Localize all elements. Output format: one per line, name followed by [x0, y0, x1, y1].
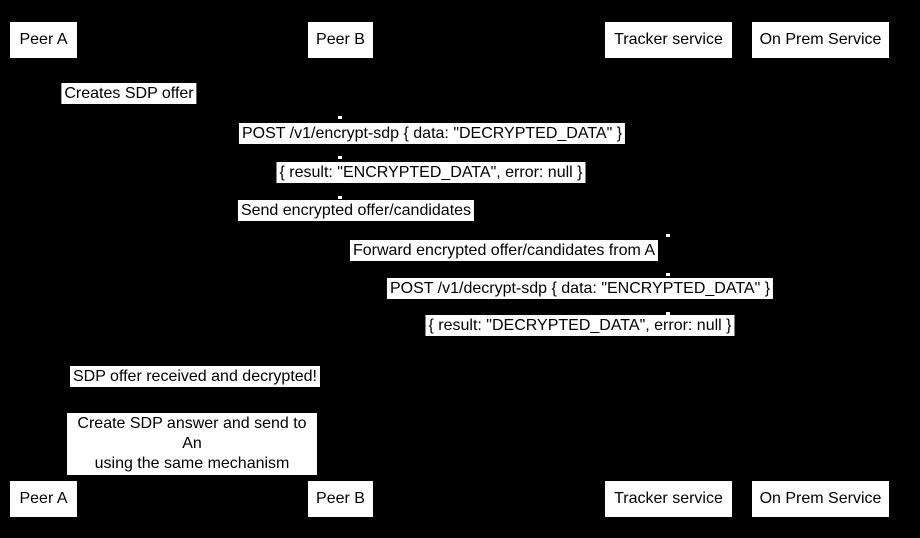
- lifeline-dash: [666, 234, 670, 237]
- actor-tracker-service-bottom: Tracker service: [605, 481, 732, 517]
- message-post-encrypt-sdp: POST /v1/encrypt-sdp { data: "DECRYPTED_…: [238, 123, 626, 144]
- message-forward-encrypted-offer: Forward encrypted offer/candidates from …: [349, 240, 659, 261]
- lifeline-dash: [666, 273, 670, 276]
- note-create-sdp-answer: Create SDP answer and send to An using t…: [67, 413, 317, 475]
- message-creates-sdp-offer: Creates SDP offer: [61, 83, 197, 104]
- actor-peer-b-top: Peer B: [308, 22, 373, 58]
- actor-peer-b-bottom: Peer B: [308, 481, 373, 517]
- actor-tracker-service-top: Tracker service: [605, 22, 732, 58]
- message-encrypt-result: { result: "ENCRYPTED_DATA", error: null …: [276, 162, 586, 183]
- actor-peer-a-top: Peer A: [10, 22, 77, 58]
- lifeline-dash: [338, 156, 342, 159]
- lifeline-dash: [666, 312, 670, 315]
- actor-peer-a-bottom: Peer A: [10, 481, 77, 517]
- lifeline-dash: [338, 116, 342, 119]
- message-post-decrypt-sdp: POST /v1/decrypt-sdp { data: "ENCRYPTED_…: [386, 278, 774, 299]
- actor-on-prem-service-top: On Prem Service: [752, 22, 889, 58]
- message-decrypt-result: { result: "DECRYPTED_DATA", error: null …: [425, 315, 735, 336]
- message-send-encrypted-offer: Send encrypted offer/candidates: [237, 200, 475, 221]
- lifeline-dash: [338, 196, 342, 199]
- actor-on-prem-service-bottom: On Prem Service: [752, 481, 889, 517]
- message-sdp-offer-received: SDP offer received and decrypted!: [70, 366, 320, 387]
